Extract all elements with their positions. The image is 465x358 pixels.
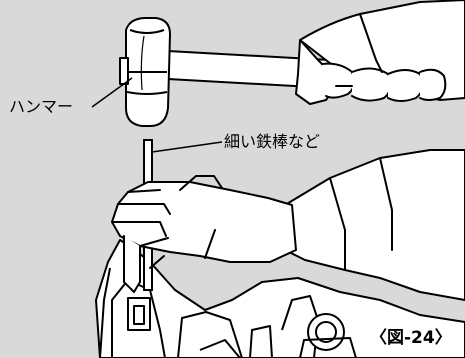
lower-arm [111, 149, 465, 301]
rod-leader-line [151, 141, 223, 153]
figure-caption: 〈図-24〉 [368, 328, 454, 348]
rod-label: 細い鉄棒など [224, 132, 321, 151]
machine-frame-left [99, 267, 111, 358]
hammer-leader-line [91, 77, 133, 108]
upper-hand [295, 0, 465, 105]
machine-body [95, 239, 465, 358]
hammer-label: ハンマー [9, 97, 74, 116]
hammer [119, 17, 346, 127]
